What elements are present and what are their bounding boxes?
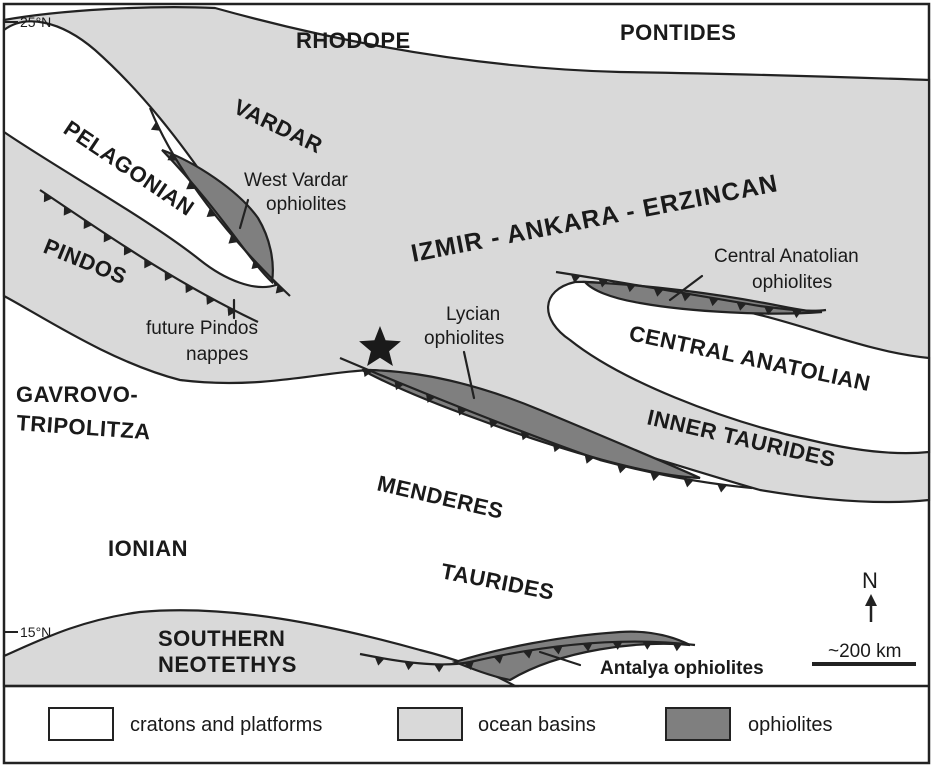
thrust-tooth (653, 288, 664, 297)
thrust-tooth (584, 454, 595, 464)
thrust-tooth (434, 664, 445, 673)
thrust-tooth (612, 641, 623, 650)
thrust-tooth (123, 246, 133, 256)
thrust-tooth (144, 258, 153, 269)
thrust-tooth (251, 259, 261, 270)
thrust-tooth (520, 430, 531, 441)
label-future-pindos-2: nappes (186, 344, 248, 365)
thrust-tooth (617, 464, 627, 474)
thrust-tooth (683, 478, 694, 488)
thrust-tooth (83, 219, 93, 230)
label-gavrovo-1: GAVROVO- (16, 382, 138, 407)
thrust-tooth (552, 645, 563, 655)
lat-label-south: 15°N (20, 624, 51, 640)
thrust-tooth (489, 418, 499, 429)
thrust-tooth (464, 661, 474, 671)
label-lycian-1: Lycian (446, 304, 500, 325)
thrust-tooth (43, 192, 53, 203)
thrust-tooth (103, 232, 113, 243)
thrust-tooth (457, 406, 467, 416)
thrust-tooth (791, 309, 802, 319)
label-central-anatolian-oph-2: ophiolites (752, 272, 832, 293)
thrust-tooth (206, 208, 216, 218)
lat-label-north: 25°N (20, 14, 51, 30)
thrust-tooth (681, 292, 692, 302)
legend: cratons and platforms ocean basins ophio… (48, 707, 833, 741)
thrust-tooth (582, 643, 593, 652)
label-antalya: Antalya ophiolites (600, 658, 764, 679)
thrust-tooth (228, 234, 238, 244)
thrust-tooth (736, 302, 747, 311)
label-pontides: PONTIDES (620, 20, 736, 45)
thrust-ticks (43, 121, 802, 673)
north-arrow-label: N (862, 568, 878, 593)
thrust-tooth (493, 655, 504, 664)
thrust-tooth (374, 656, 385, 666)
legend-swatch-ocean (397, 707, 463, 741)
thrust-tooth (598, 278, 609, 288)
thrust-tooth (642, 641, 653, 650)
legend-label-ocean: ocean basins (478, 714, 596, 736)
label-central-anatolian-oph-1: Central Anatolian (714, 246, 859, 267)
thrust-tooth (164, 271, 174, 281)
thrust-tooth (523, 649, 533, 659)
scale-bar-label: ~200 km (828, 641, 901, 662)
label-southern: SOUTHERN (158, 626, 285, 651)
thrust-tooth (63, 206, 73, 216)
thrust-tooth (672, 642, 683, 652)
ophiolite-lycian (361, 368, 701, 480)
legend-label-ophiolite: ophiolites (748, 714, 833, 736)
label-ionian: IONIAN (108, 536, 188, 561)
scale-bar: ~200 km (812, 641, 916, 666)
thrust-tooth (717, 483, 728, 493)
thrust-tooth (650, 472, 661, 481)
legend-swatch-craton (48, 707, 114, 741)
thrust-tooth (570, 274, 581, 284)
label-west-vardar-2: ophiolites (266, 194, 346, 215)
thrust-tooth (363, 367, 373, 378)
legend-swatch-ophiolite (665, 707, 731, 741)
thrust-tooth (227, 306, 237, 317)
thrust-tooth (404, 661, 415, 671)
thrust-tooth (167, 151, 177, 161)
thrust-tooth (394, 380, 404, 391)
legend-label-craton: cratons and platforms (130, 714, 322, 736)
star-marker (359, 326, 401, 366)
label-west-vardar-1: West Vardar (244, 170, 349, 191)
north-arrow: N (862, 568, 878, 622)
thrust-tooth (185, 283, 195, 294)
thrust-tooth (206, 295, 216, 305)
label-neotethys: NEOTETHYS (158, 652, 297, 677)
thrust-tooth (764, 306, 775, 316)
thrust-tooth (275, 284, 285, 294)
craton-central-anatolian (547, 280, 931, 455)
thrust-tooth (708, 297, 719, 307)
thrust-tooth (425, 393, 436, 403)
label-future-pindos-1: future Pindos (146, 318, 258, 339)
label-lycian-2: ophiolites (424, 328, 504, 349)
thrust-tooth (186, 180, 196, 190)
thrust-tooth (552, 442, 563, 453)
label-rhodope: RHODOPE (296, 28, 411, 53)
thrust-tooth (150, 121, 161, 131)
thrust-tooth (626, 283, 636, 293)
leader-lines (232, 198, 704, 667)
